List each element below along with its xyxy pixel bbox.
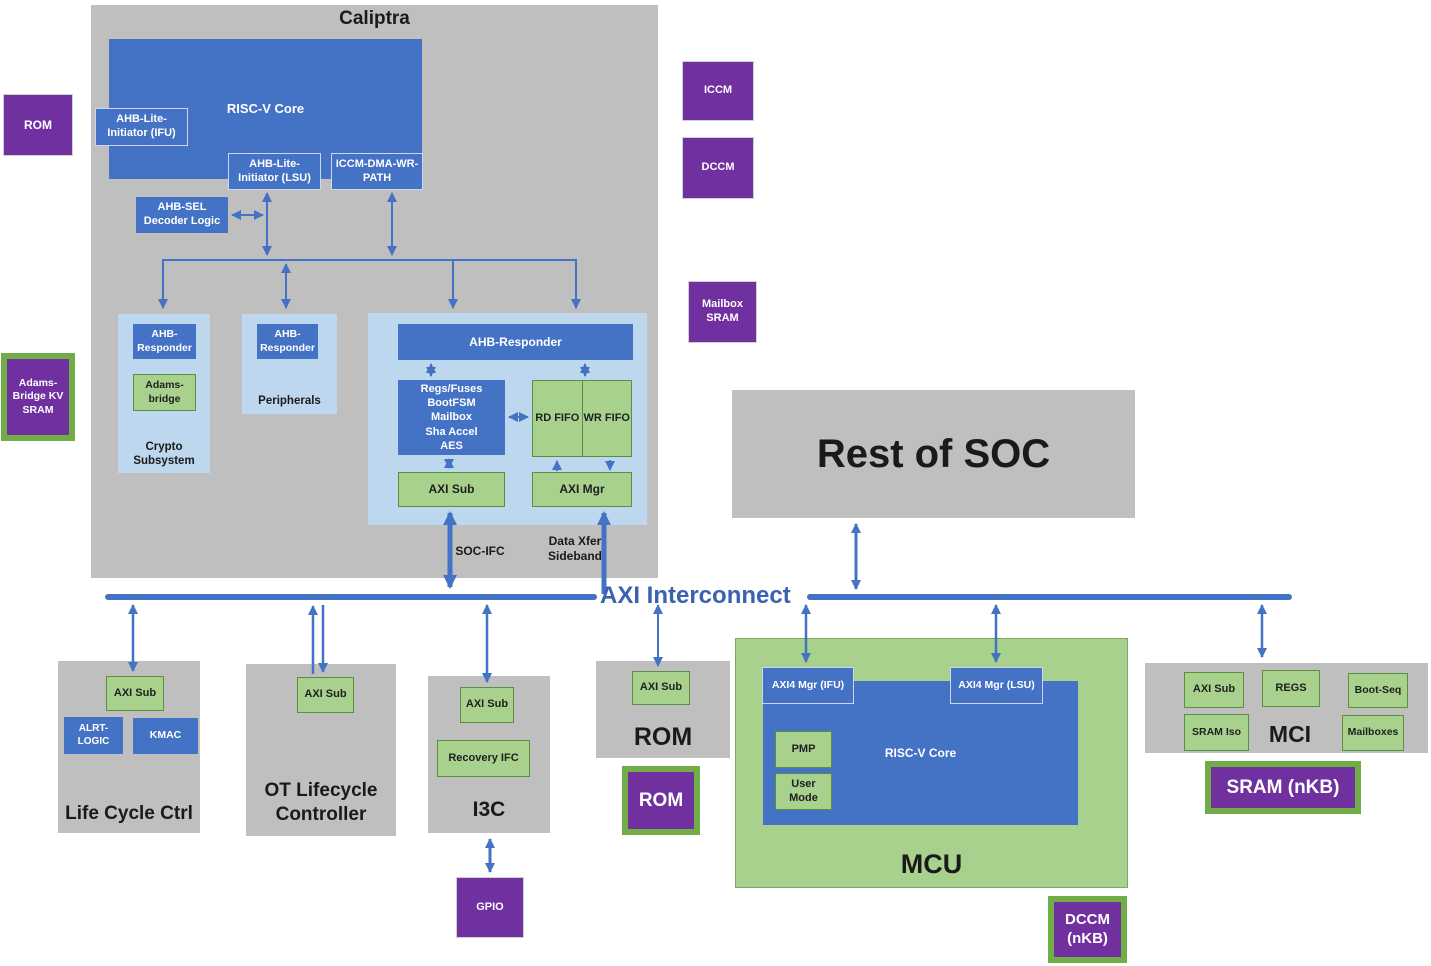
ahb-lite-ifu-box: AHB-Lite- Initiator (IFU) (95, 108, 188, 146)
kmac-box: KMAC (133, 718, 198, 754)
iccm-box: ICCM (682, 61, 754, 121)
axi-interconnect-label: AXI Interconnect (600, 582, 791, 609)
life-cycle-ctrl-label: Life Cycle Ctrl (65, 803, 193, 825)
soc-ifc-label: SOC-IFC (455, 543, 505, 558)
ahb-lite-lsu-box: AHB-Lite- Initiator (LSU) (228, 153, 321, 190)
mci-sram-iso-box: SRAM Iso (1184, 714, 1249, 751)
rom-label: ROM (633, 723, 693, 752)
adams-bridge-box: Adams- bridge (133, 374, 196, 411)
mailbox-sram-box: Mailbox SRAM (688, 281, 757, 343)
crypto-subsystem-label: Crypto Subsystem (133, 440, 195, 467)
i3c-label: I3C (472, 797, 506, 821)
axi4-mgr-lsu-box: AXI4 Mgr (LSU) (950, 667, 1043, 704)
soc-ifc-ahb-responder-bar: AHB-Responder (398, 324, 633, 360)
caliptra-axi-mgr-box: AXI Mgr (532, 472, 632, 507)
rom-axi-sub-box: AXI Sub (632, 671, 690, 705)
mci-boot-seq-box: Boot-Seq (1348, 673, 1408, 708)
alrt-logic-box: ALRT- LOGIC (64, 717, 123, 754)
ahb-sel-decoder-box: AHB-SEL Decoder Logic (136, 197, 228, 233)
mci-label: MCI (1268, 720, 1312, 747)
ot-lifecycle-label: OT Lifecycle Controller (264, 780, 378, 825)
i3c-axi-sub-box: AXI Sub (460, 687, 514, 723)
crypto-ahb-responder-box: AHB- Responder (133, 324, 196, 359)
pmp-box: PMP (775, 731, 832, 768)
iccm-dma-wr-path-box: ICCM-DMA-WR- PATH (331, 153, 423, 190)
mci-axi-sub-box: AXI Sub (1184, 672, 1244, 708)
caliptra-title: Caliptra (339, 8, 410, 30)
fifo-box: RD FIFO WR FIFO (532, 380, 632, 457)
peripherals-label: Peripherals (258, 394, 321, 407)
rest-of-soc-box: Rest of SOC (732, 390, 1135, 518)
dccm-nkb-box: DCCM (nKB) (1048, 896, 1127, 963)
rd-fifo-cell: RD FIFO (533, 381, 583, 456)
rom-left-box: ROM (3, 94, 73, 156)
recovery-ifc-box: Recovery IFC (437, 740, 530, 777)
adams-bridge-kv-sram-box: Adams- Bridge KV SRAM (1, 353, 75, 441)
mci-regs-box: REGS (1262, 670, 1320, 707)
axi4-mgr-ifu-box: AXI4 Mgr (IFU) (762, 667, 854, 704)
ot-axi-sub-box: AXI Sub (297, 677, 354, 713)
rom-purple-box: ROM (622, 766, 700, 835)
gpio-box: GPIO (456, 877, 524, 938)
data-xfer-sideband-label: Data Xfer Sideband (547, 534, 602, 563)
dccm-box: DCCM (682, 137, 754, 199)
peripherals-ahb-responder-box: AHB- Responder (257, 324, 318, 359)
mcu-label: MCU (900, 849, 963, 880)
wr-fifo-cell: WR FIFO (583, 411, 630, 424)
caliptra-axi-sub-box: AXI Sub (398, 472, 505, 507)
sram-nkb-box: SRAM (nKB) (1205, 761, 1361, 814)
regs-fuses-box: Regs/Fuses BootFSM Mailbox Sha Accel AES (398, 380, 505, 455)
mci-mailboxes-box: Mailboxes (1342, 715, 1404, 751)
lcc-axi-sub-box: AXI Sub (106, 676, 164, 711)
user-mode-box: User Mode (775, 773, 832, 810)
